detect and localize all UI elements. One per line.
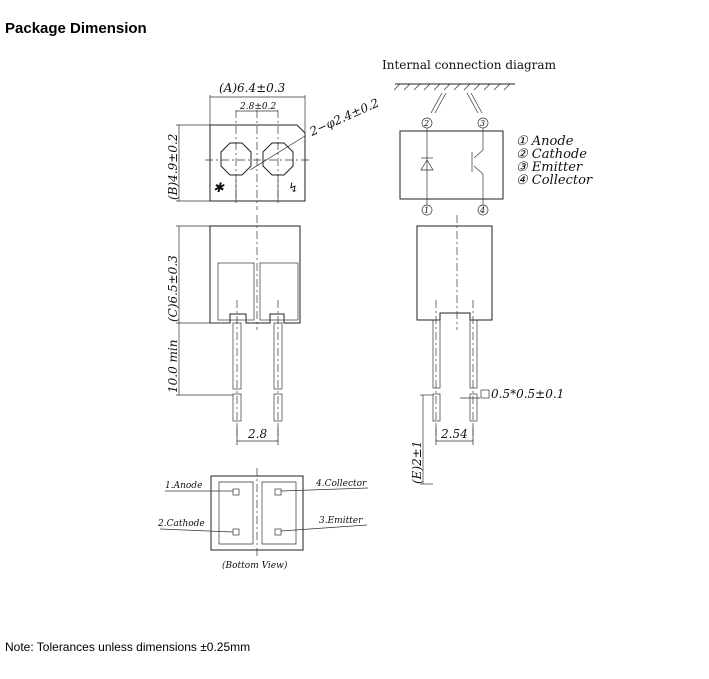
dim-hole: 2−φ2.4±0.2 bbox=[307, 96, 382, 139]
bottom-label-collector: 4.Collector bbox=[315, 479, 367, 489]
top-view: ✱ ↯ (A)6.4±0.3 2.8±0.2 2−φ2.4±0.2 (B)4.9… bbox=[166, 81, 381, 210]
pin3-marker: 3 bbox=[480, 119, 485, 128]
bottom-label-cathode: 2.Cathode bbox=[157, 519, 205, 529]
dim-lead-min: 10.0 min bbox=[166, 340, 180, 393]
bottom-view: 1.Anode 2.Cathode 4.Collector 3.Emitter … bbox=[157, 468, 369, 571]
bottom-label-emitter: 3.Emitter bbox=[319, 516, 363, 526]
pin2-marker: 2 bbox=[423, 119, 429, 128]
dim-pitch-front: 2.8 bbox=[247, 427, 267, 441]
pin-list-2: ② Cathode bbox=[516, 147, 587, 162]
pin-list-4: ④ Collector bbox=[516, 173, 593, 188]
internal-diagram: Internal connection diagram 2 3 bbox=[382, 58, 593, 216]
pin4-marker: 4 bbox=[479, 206, 485, 215]
dim-c: (C)6.5±0.3 bbox=[166, 255, 180, 322]
dim-side-pitch: 2.54 bbox=[440, 427, 468, 441]
side-view: 0.5*0.5±0.1 2.54 (E)2±1 bbox=[410, 215, 564, 485]
dim-a: (A)6.4±0.3 bbox=[219, 81, 286, 95]
front-view: (C)6.5±0.3 10.0 min 2.8 bbox=[166, 215, 301, 445]
internal-diagram-title: Internal connection diagram bbox=[382, 58, 557, 72]
pin-list-3: ③ Emitter bbox=[516, 160, 583, 175]
dim-b: (B)4.9±0.2 bbox=[166, 134, 180, 200]
bottom-view-caption: (Bottom View) bbox=[222, 560, 288, 571]
dim-e: (E)2±1 bbox=[410, 441, 424, 484]
dim-lead-size: 0.5*0.5±0.1 bbox=[491, 387, 564, 401]
dim-pitch-top: 2.8±0.2 bbox=[239, 102, 276, 112]
detector-symbol-icon: ↯ bbox=[288, 181, 299, 196]
page-title: Package Dimension bbox=[5, 20, 147, 37]
emitter-symbol-icon: ✱ bbox=[213, 181, 225, 196]
pin1-marker: 1 bbox=[424, 206, 429, 215]
pin-list-1: ① Anode bbox=[516, 134, 574, 149]
tolerance-note: Note: Tolerances unless dimensions ±0.25… bbox=[5, 640, 251, 654]
bottom-label-anode: 1.Anode bbox=[165, 481, 202, 491]
